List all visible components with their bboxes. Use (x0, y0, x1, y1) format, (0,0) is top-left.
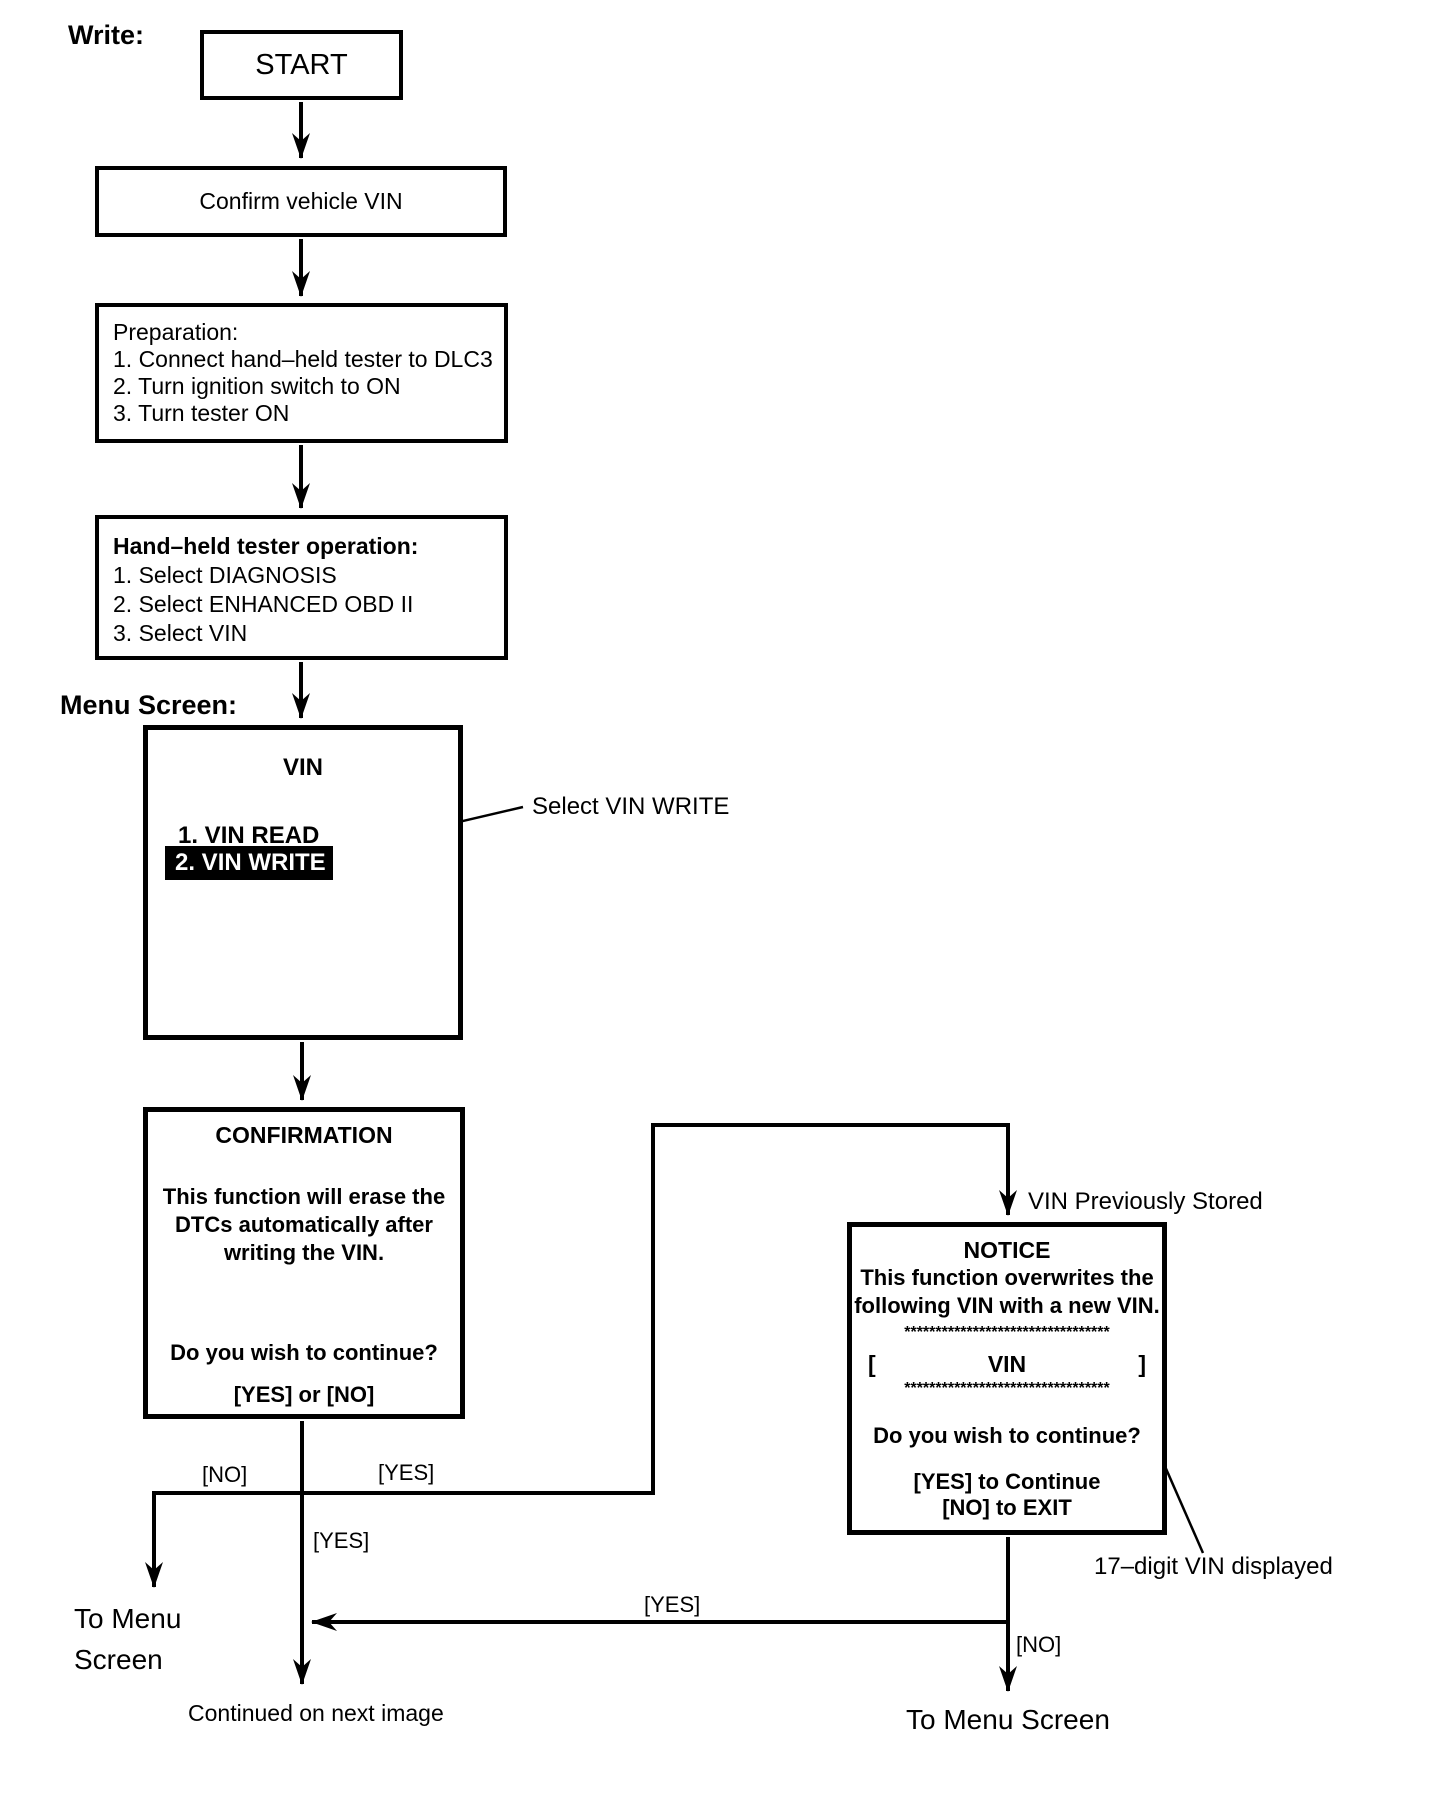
tester-operation-step-2: 2. Select ENHANCED OBD II (113, 591, 414, 617)
notice-question: Do you wish to continue? (873, 1423, 1141, 1448)
notice-body-line-2: following VIN with a new VIN. (854, 1293, 1160, 1318)
select-vin-write-annotation: Select VIN WRITE (532, 793, 730, 820)
preparation-node: Preparation: 1. Connect hand–held tester… (95, 303, 508, 443)
preparation-step-3: 3. Turn tester ON (113, 400, 290, 426)
notice-star-row-bottom: ********************************* (904, 1380, 1110, 1397)
notice-vin-field: VIN (987, 1351, 1027, 1377)
edge-label-no-confirmation: [NO] (202, 1462, 248, 1487)
vin-menu-item-read: 1. VIN READ (178, 822, 320, 849)
vin-previously-stored-annotation: VIN Previously Stored (1028, 1188, 1263, 1215)
start-node-label: START (255, 48, 348, 81)
confirmation-title: CONFIRMATION (215, 1122, 393, 1148)
confirmation-body-line-1: This function will erase the (162, 1184, 446, 1209)
notice-no-option: [NO] to EXIT (942, 1495, 1072, 1520)
tester-operation-step-3: 3. Select VIN (113, 620, 248, 646)
vin-menu-screen: VIN 1. VIN READ 2. VIN WRITE (143, 725, 463, 1040)
notice-yes-option: [YES] to Continue (913, 1469, 1101, 1494)
to-menu-screen-left-destination: To Menu Screen (74, 1598, 181, 1680)
edge-label-yes-confirmation: [YES] (378, 1460, 435, 1485)
write-section-label: Write: (68, 20, 145, 50)
confirm-vin-label: Confirm vehicle VIN (199, 188, 403, 214)
edge-no-branch-to-menu-screen (145, 1491, 302, 1588)
vin-menu-item-write-highlight: 2. VIN WRITE (165, 846, 333, 880)
edge-label-no-notice: [NO] (1016, 1632, 1062, 1657)
notice-screen: NOTICE This function overwrites the foll… (847, 1222, 1167, 1535)
start-node: START (200, 30, 403, 100)
confirmation-body-line-2: DTCs automatically after (175, 1212, 433, 1237)
confirmation-body-line-3: writing the VIN. (223, 1240, 385, 1265)
to-menu-screen-left-line1: To Menu (74, 1603, 182, 1634)
edge-label-yes-continue: [YES] (313, 1528, 370, 1553)
menu-screen-section-label: Menu Screen: (60, 690, 238, 720)
preparation-step-1: 1. Connect hand–held tester to DLC3 (113, 346, 493, 372)
notice-title: NOTICE (963, 1237, 1051, 1263)
to-menu-screen-left-line2: Screen (74, 1644, 163, 1675)
vin-menu-item-write: 2. VIN WRITE (175, 849, 326, 876)
notice-star-row-top: ********************************* (904, 1324, 1110, 1341)
to-menu-screen-right-destination: To Menu Screen (906, 1704, 1110, 1735)
tester-operation-title: Hand–held tester operation: (113, 533, 419, 559)
notice-body-line-1: This function overwrites the (860, 1265, 1154, 1290)
seventeen-digit-vin-annotation: 17–digit VIN displayed (1094, 1553, 1333, 1580)
tester-operation-step-1: 1. Select DIAGNOSIS (113, 562, 337, 588)
preparation-title: Preparation: (113, 319, 239, 345)
continued-on-next-image-note: Continued on next image (188, 1700, 444, 1726)
confirm-vin-node: Confirm vehicle VIN (95, 166, 507, 237)
confirmation-question: Do you wish to continue? (170, 1340, 438, 1365)
edge-label-yes-notice-return: [YES] (644, 1592, 701, 1617)
notice-vin-open-bracket: [ (868, 1351, 876, 1377)
confirmation-options: [YES] or [NO] (233, 1382, 375, 1407)
tester-operation-node: Hand–held tester operation: 1. Select DI… (95, 515, 508, 660)
notice-vin-close-bracket: ] (1138, 1351, 1146, 1377)
confirmation-screen: CONFIRMATION This function will erase th… (143, 1107, 465, 1419)
vin-menu-title: VIN (282, 754, 323, 781)
preparation-step-2: 2. Turn ignition switch to ON (113, 373, 401, 399)
